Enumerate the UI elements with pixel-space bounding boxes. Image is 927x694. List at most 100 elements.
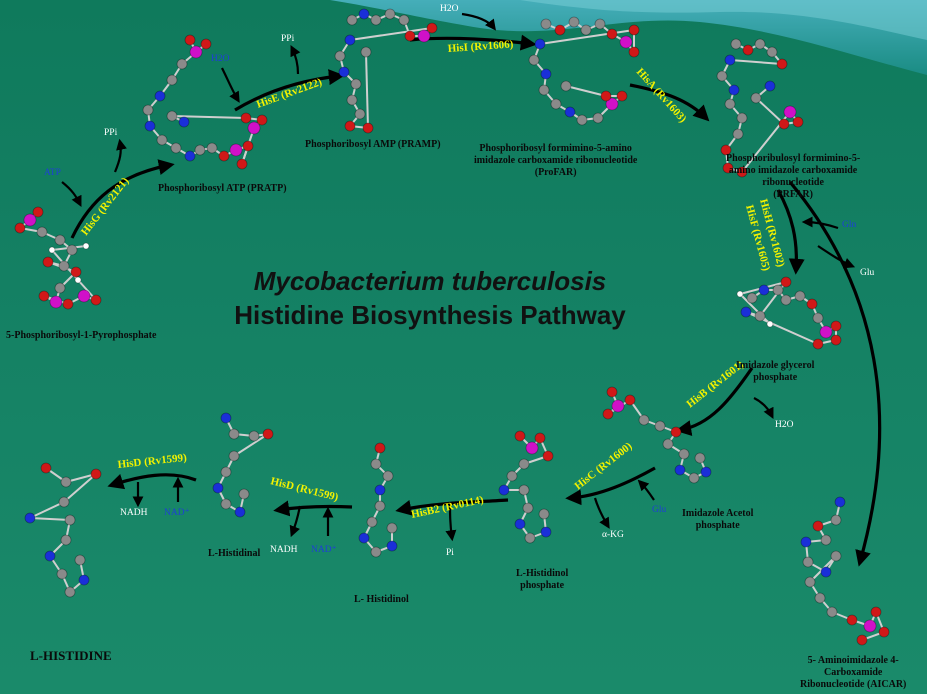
- label-iap-line1: Imidazole Acetol: [682, 508, 754, 519]
- atom-N: [358, 8, 370, 20]
- atom-N: [800, 536, 812, 548]
- atom-C: [830, 550, 842, 562]
- atom-C: [170, 142, 182, 154]
- cofactor-arrows: [61, 12, 856, 542]
- cofactor-glu-1: Glu: [860, 268, 875, 278]
- atom-C: [354, 108, 366, 120]
- atom-N: [154, 90, 166, 102]
- atom-O: [542, 450, 554, 462]
- atom-C: [754, 38, 766, 50]
- atom-C: [830, 514, 842, 526]
- atom-C: [518, 484, 530, 496]
- arrow-hisc: [565, 466, 656, 506]
- arrow-hisb: [675, 367, 754, 437]
- atom-C: [58, 496, 70, 508]
- cofactor-nad-1: NAD⁺: [311, 545, 337, 555]
- molecule-pramp: [334, 8, 438, 134]
- atom-C: [638, 414, 650, 426]
- atom-N: [674, 464, 686, 476]
- atom-P: [229, 143, 243, 157]
- label-profar: Phosphoribosyl formimino-5-amino imidazo…: [474, 143, 637, 179]
- atom-C: [538, 84, 550, 96]
- molecule-prfar: [716, 38, 804, 178]
- atom-C: [366, 516, 378, 528]
- label-hp-line1: L-Histidinol: [516, 568, 569, 579]
- atom-N: [740, 306, 752, 318]
- label-aicar: 5- Aminoimidazole 4- Carboxamide Ribonuc…: [800, 655, 906, 691]
- atom-O: [426, 22, 438, 34]
- atom-N: [44, 550, 56, 562]
- atom-O: [792, 116, 804, 128]
- label-pratp: Phosphoribosyl ATP (PRATP): [158, 183, 287, 194]
- label-iap: Imidazole Acetol phosphate: [682, 508, 753, 532]
- cofactor-pi: Pi: [446, 548, 454, 558]
- molecule-profar: [528, 16, 640, 126]
- arrow-hisb2: [395, 498, 509, 516]
- arrow-hish: [776, 189, 805, 275]
- atom-C: [36, 226, 48, 238]
- atom-O: [878, 626, 890, 638]
- cofactor-h2o-1: H2O: [211, 54, 230, 64]
- atom-C: [746, 292, 758, 304]
- label-profar-line3: (ProFAR): [534, 167, 577, 178]
- atom-O: [806, 298, 818, 310]
- arrow-hise: [234, 69, 345, 112]
- atom-C: [518, 458, 530, 470]
- label-histidinol: L- Histidinol: [354, 594, 409, 605]
- atom-C: [730, 38, 742, 50]
- atom-C: [370, 14, 382, 26]
- atom-H: [74, 276, 82, 284]
- atom-C: [54, 234, 66, 246]
- atom-N: [534, 38, 546, 50]
- top-wave-light: [520, 0, 927, 40]
- arrow-pi-out: [445, 501, 457, 542]
- atom-C: [750, 92, 762, 104]
- atom-C: [238, 488, 250, 500]
- atom-C: [580, 24, 592, 36]
- atom-O: [778, 118, 790, 130]
- atom-O: [812, 520, 824, 532]
- atom-O: [514, 430, 526, 442]
- label-iap-line2: phosphate: [695, 520, 740, 531]
- atom-O: [262, 428, 274, 440]
- atom-C: [576, 114, 588, 126]
- atom-C: [60, 476, 72, 488]
- atom-O: [184, 34, 196, 46]
- arrow-h2o3-out: [753, 397, 774, 419]
- arrow-atp-in: [61, 181, 82, 207]
- label-prfar-line4: (PRFAR): [773, 189, 813, 200]
- molecule-iap: [602, 386, 712, 484]
- atom-C: [694, 452, 706, 464]
- atom-N: [386, 540, 398, 552]
- atom-C: [360, 46, 372, 58]
- atom-P: [619, 35, 633, 49]
- atom-C: [560, 80, 572, 92]
- atom-P: [605, 97, 619, 111]
- atom-C: [654, 420, 666, 432]
- atom-C: [568, 16, 580, 28]
- cofactor-ppi-2: PPi: [281, 34, 295, 44]
- pathway-arrows: [70, 34, 882, 567]
- arrow-ppi2-out: [290, 45, 301, 75]
- label-prpp: 5-Phosphoribosyl-1-Pyrophosphate: [6, 330, 157, 341]
- atom-O: [846, 614, 858, 626]
- bond: [29, 501, 65, 519]
- atom-O: [90, 294, 102, 306]
- atom-O: [70, 266, 82, 278]
- molecule-pratp: [142, 34, 268, 170]
- atom-O: [236, 158, 248, 170]
- atom-O: [32, 206, 44, 218]
- atom-N: [234, 506, 246, 518]
- atom-O: [624, 394, 636, 406]
- atom-C: [64, 514, 76, 526]
- arrow-ppi1-out: [113, 138, 127, 173]
- atom-C: [766, 46, 778, 58]
- bond: [565, 85, 607, 97]
- atom-N: [220, 412, 232, 424]
- arrow-glu2-in: [637, 479, 655, 501]
- atom-O: [14, 222, 26, 234]
- title-organism: Mycobacterium tuberculosis: [253, 266, 607, 296]
- label-pramp: Phosphoribosyl AMP (PRAMP): [305, 139, 441, 150]
